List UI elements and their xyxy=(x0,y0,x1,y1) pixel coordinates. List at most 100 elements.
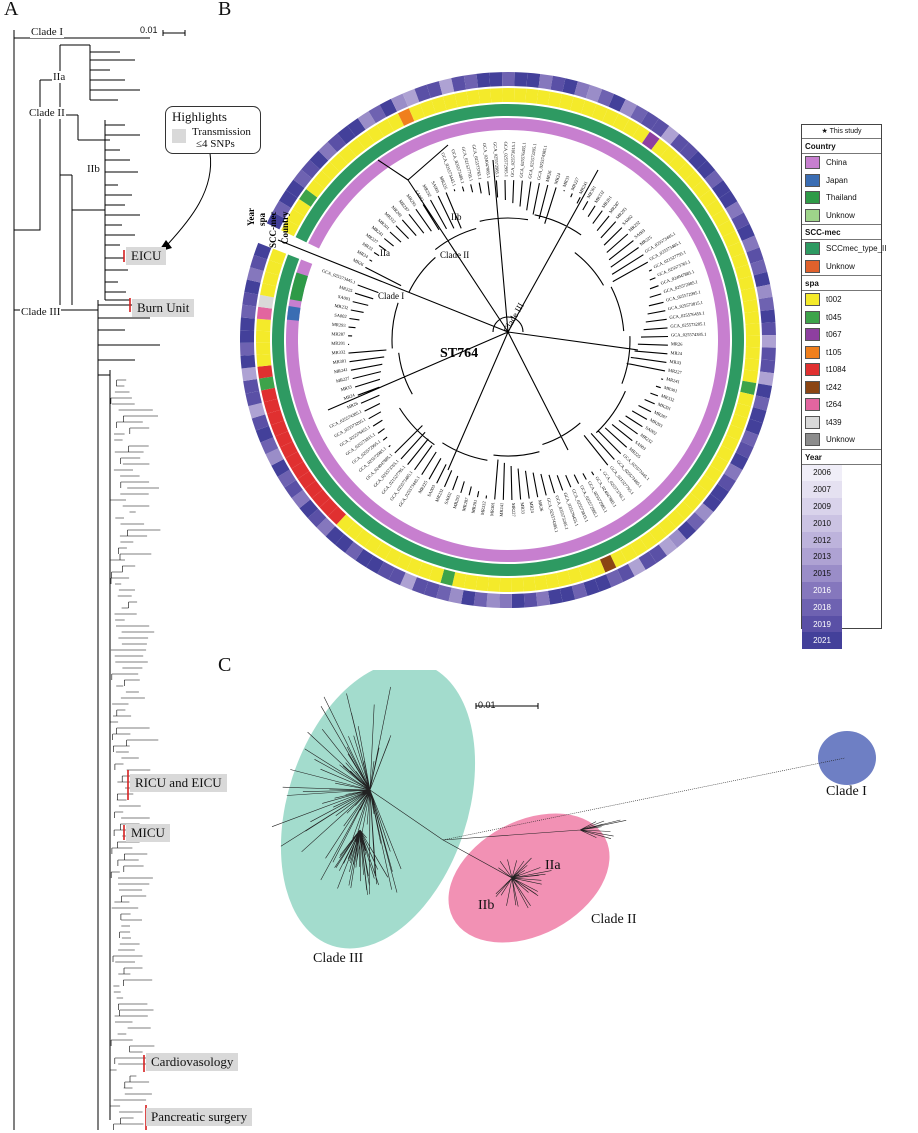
ring-label-year: Year xyxy=(246,208,256,226)
leaf-label: MR33 xyxy=(361,241,374,252)
year-ring-segment xyxy=(755,383,773,399)
year-ring-segment xyxy=(242,292,259,307)
year-ring-segment xyxy=(368,104,387,124)
legend-year-item: 2015 xyxy=(802,565,881,583)
leaf-label: SA002 xyxy=(644,425,657,436)
legend-year-item: 2012 xyxy=(802,531,881,549)
year-ring-segment xyxy=(501,72,515,87)
legend-year-label: 2007 xyxy=(802,481,842,499)
year-ring-segment xyxy=(746,247,764,264)
year-ring-segment xyxy=(411,577,429,595)
year-ring-segment xyxy=(756,284,773,300)
spa-ring-segment xyxy=(602,108,619,127)
year-ring-segment xyxy=(749,407,767,424)
country-ring-thailand xyxy=(289,272,308,302)
leaf-label: GCA_025574385.1 xyxy=(671,332,706,338)
year-ring-segment xyxy=(677,520,697,540)
year-ring-segment xyxy=(761,347,776,361)
panel-a-scale-label: 0.01 xyxy=(140,25,158,35)
legend-swatch xyxy=(805,242,820,256)
leaf-label: MR24 xyxy=(553,172,561,185)
spa-ring-segment xyxy=(329,153,348,172)
legend-year-label: 2010 xyxy=(802,514,842,532)
leaf-label: MR26 xyxy=(545,169,553,182)
year-ring-segment xyxy=(291,489,311,509)
year-ring-segment xyxy=(309,150,329,170)
spa-ring-segment xyxy=(726,424,744,441)
highlights-title: Highlights xyxy=(172,109,227,124)
year-ring-segment xyxy=(377,561,395,580)
year-ring-segment xyxy=(711,180,731,199)
year-ring-segment xyxy=(243,378,260,394)
leaf-label: MR26 xyxy=(352,257,365,267)
year-ring-segment xyxy=(244,279,261,295)
leaf-label: GCA_025573815.1 xyxy=(510,142,516,178)
spa-ring-segment xyxy=(442,93,458,111)
panel-c-iia-label: IIa xyxy=(545,858,561,873)
spa-ring-segment xyxy=(336,514,355,533)
leaf-label: GCA_025573205.1 xyxy=(527,143,537,179)
legend-label: t067 xyxy=(826,330,842,340)
panel-b-clade-i-label: Clade I xyxy=(378,291,404,301)
year-ring-segment xyxy=(414,84,431,102)
spa-ring-segment xyxy=(666,509,685,528)
spa-ring-segment xyxy=(275,431,293,448)
highlight-micu: MICU xyxy=(126,824,170,842)
leaf-label: GCA_025573445.1 xyxy=(321,268,356,285)
leaf-label: MR201 xyxy=(470,499,478,513)
spa-ring-segment xyxy=(313,170,332,189)
year-ring-segment xyxy=(658,537,678,556)
year-ring-segment xyxy=(400,572,417,591)
legend-swatch xyxy=(805,310,820,324)
year-ring-segment xyxy=(248,402,266,419)
spa-ring-segment xyxy=(256,330,271,343)
year-ring-segment xyxy=(448,587,464,604)
leaf-label: MR225 xyxy=(417,479,429,494)
spa-ring-segment xyxy=(740,380,757,395)
spa-ring-segment xyxy=(570,96,586,114)
radial-branches xyxy=(277,144,669,501)
spa-ring-segment xyxy=(306,179,325,198)
legend-item: t045 xyxy=(802,309,881,327)
leaf-label: SA003 xyxy=(431,180,441,194)
panel-a-leaves xyxy=(109,379,161,1130)
year-ring-segment xyxy=(265,448,284,466)
legend-item: Thailand xyxy=(802,189,881,207)
year-ring-segment xyxy=(735,441,754,459)
year-ring-segment xyxy=(638,551,657,570)
panel-c-clade-iii-label: Clade III xyxy=(313,951,364,966)
spa-ring-segment xyxy=(511,577,524,592)
legend-item: Unknow xyxy=(802,258,881,276)
leaf-label: MR33 xyxy=(669,359,682,366)
legend-year-label: 2021 xyxy=(802,632,842,650)
panel-c-branches xyxy=(271,686,846,909)
year-ring-segment xyxy=(266,211,285,230)
spa-ring-segment xyxy=(397,108,415,126)
year-ring-segment xyxy=(559,585,576,603)
spa-ring-segment xyxy=(651,138,670,157)
legend-label: t045 xyxy=(826,312,842,322)
highlight-cardiovasology: Cardiovasology xyxy=(146,1053,239,1071)
year-ring-segment xyxy=(316,517,336,537)
ring-label-scc: SCC-mec xyxy=(268,212,278,249)
year-ring-segment xyxy=(650,118,670,138)
country-ring xyxy=(286,117,730,563)
year-ring-segment xyxy=(640,111,659,131)
year-ring-segment xyxy=(271,459,290,477)
spa-ring-segment xyxy=(478,88,492,104)
spa-ring-segment xyxy=(291,461,310,479)
legend-year-item: 2009 xyxy=(802,498,881,515)
spa-ring-segment xyxy=(682,492,702,511)
highlight-pancreatic-surgery: Pancreatic surgery xyxy=(146,1108,253,1126)
panel-b-tree-branches xyxy=(277,144,669,501)
legend-item: t264 xyxy=(802,396,881,414)
highlights-box: Highlights Transmission ≤4 SNPs xyxy=(165,106,261,154)
year-ring-segment xyxy=(240,304,257,319)
year-ring-segment xyxy=(648,544,667,564)
spa-ring-segment xyxy=(270,420,289,437)
legend-label: Unknow xyxy=(826,210,855,220)
leaf-label: MR232 xyxy=(334,303,348,310)
year-ring-segment xyxy=(473,591,488,608)
leaf-label: MR24 xyxy=(343,392,356,401)
spa-ring-segment xyxy=(658,517,677,536)
